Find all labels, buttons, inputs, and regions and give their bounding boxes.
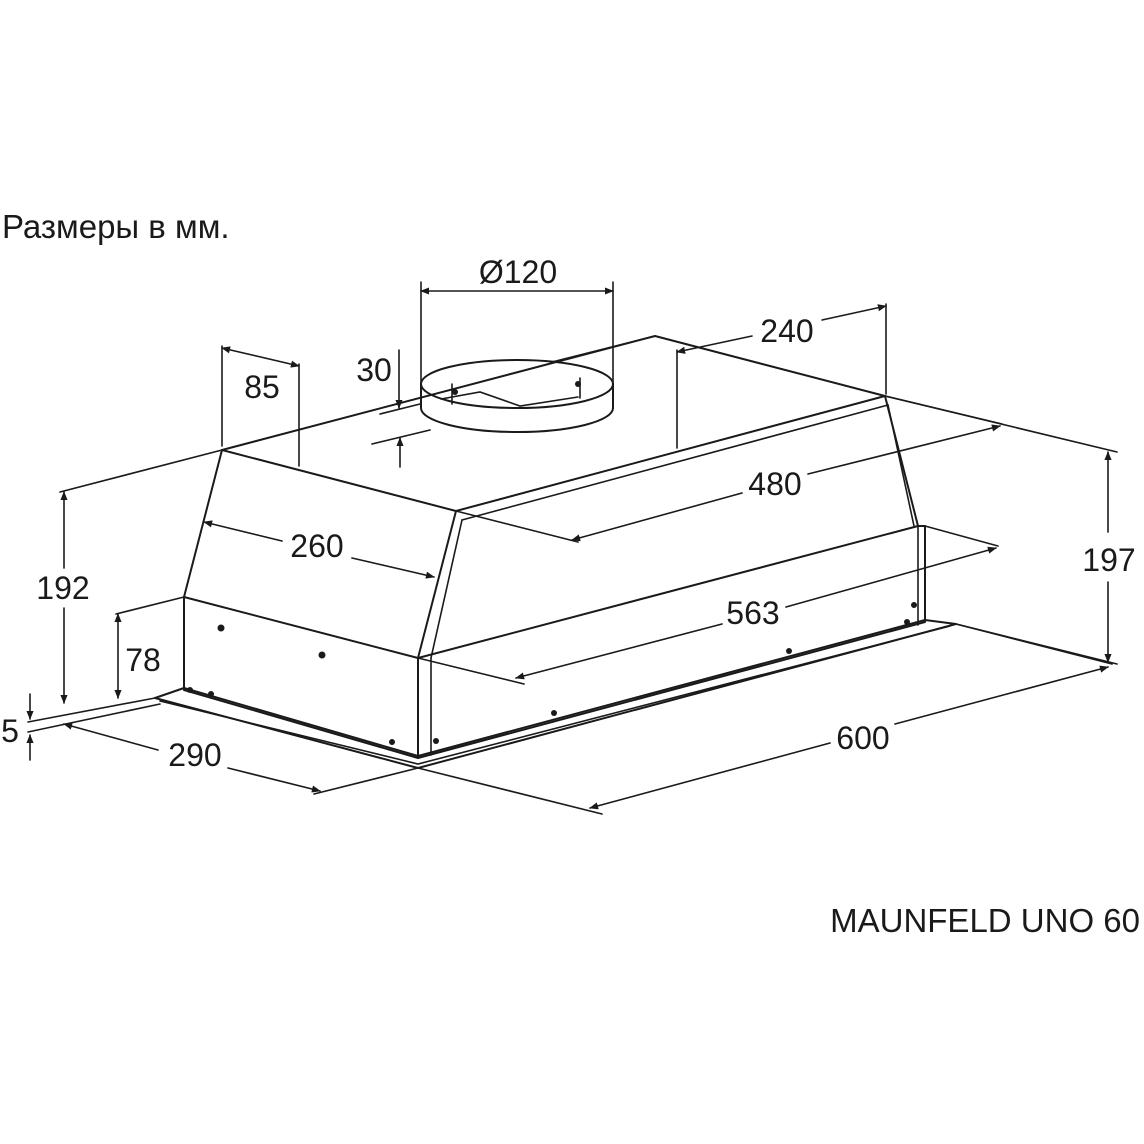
dimension-line	[63, 722, 159, 751]
screw-hole	[786, 648, 792, 654]
dimension-line	[203, 520, 283, 542]
dimension-line	[785, 546, 997, 608]
screw-hole	[389, 739, 395, 745]
dim-height-body: 192	[36, 449, 223, 704]
screw-holes	[187, 602, 917, 745]
screw-hole	[433, 738, 439, 744]
duct-pin	[575, 381, 581, 387]
dim-rear-offset: 85	[221, 345, 300, 467]
dimension-line	[571, 492, 743, 542]
extension-line	[955, 623, 1113, 665]
bottom-flange-inner	[159, 625, 951, 765]
extension-line	[59, 449, 223, 493]
dim-duct-diameter: Ø120	[420, 254, 614, 385]
duct-flap	[440, 391, 579, 407]
dim-front-height: 78	[114, 596, 185, 699]
dimension-line	[676, 335, 753, 354]
extension-line	[417, 767, 603, 815]
dim-label-front-height: 78	[125, 642, 161, 678]
front-slope-inner	[430, 519, 463, 659]
extension-line	[27, 703, 161, 733]
dimension-line	[515, 623, 723, 680]
dim-label-duct-height: 30	[356, 352, 392, 388]
extension-line	[455, 510, 579, 543]
dim-depth-total: 290	[63, 722, 419, 795]
dimension-line	[351, 557, 435, 579]
collar-plate-edge	[551, 335, 656, 363]
model-name: MAUNFELD UNO 60	[830, 902, 1140, 939]
extension-line	[371, 429, 431, 445]
dim-width-total: 600	[417, 623, 1113, 815]
screw-hole	[187, 687, 193, 693]
extension-line	[313, 767, 419, 795]
dimension-line	[589, 742, 831, 810]
screw-hole	[551, 710, 557, 716]
dim-height-total: 197	[884, 395, 1136, 665]
dim-top-depth: 240	[676, 303, 887, 449]
left-front-face	[183, 596, 419, 759]
dim-label-depth-body: 260	[290, 528, 343, 564]
duct-collar	[420, 359, 614, 433]
screw-hole	[904, 619, 910, 625]
screw-hole	[208, 691, 214, 697]
dim-label-width-body: 563	[726, 595, 779, 631]
dim-label-top-depth: 240	[760, 313, 813, 349]
screw-hole	[911, 602, 917, 608]
screw-hole	[217, 624, 225, 632]
dimension-line	[227, 767, 321, 793]
extension-line	[924, 525, 999, 547]
duct-bottom-arc	[420, 407, 614, 433]
left-slope-edge	[183, 449, 223, 598]
front-slope-edge	[417, 510, 457, 659]
dimension-line	[894, 665, 1109, 725]
right-slope-inner	[887, 404, 915, 527]
dim-label-width-total: 600	[836, 720, 889, 756]
dim-label-top-width: 480	[748, 466, 801, 502]
dim-label-height-total: 197	[1082, 542, 1135, 578]
dimension-line	[221, 346, 300, 368]
dim-label-height-body: 192	[36, 570, 89, 606]
duct-hinges	[451, 377, 581, 405]
screw-hole	[318, 651, 326, 659]
dim-duct-height: 30	[356, 349, 431, 468]
dim-top-width: 480	[455, 395, 1003, 543]
dim-width-body: 563	[417, 525, 999, 685]
duct-pin	[452, 389, 458, 395]
dim-flange-thickness: 5	[1, 693, 161, 761]
extension-line	[417, 657, 525, 685]
dimension-line	[807, 424, 1001, 475]
dimension-line	[821, 304, 887, 321]
dim-label-rear-offset: 85	[244, 369, 280, 405]
dim-label-flange-thickness: 5	[1, 713, 19, 749]
units-caption: Размеры в мм.	[2, 208, 230, 245]
top-bevel-line	[461, 404, 889, 521]
dim-label-duct-diameter: Ø120	[479, 254, 557, 290]
extension-line	[884, 395, 1118, 453]
extension-line	[115, 596, 185, 615]
extension-line	[379, 403, 421, 415]
extension-line	[27, 697, 156, 723]
dim-depth-body: 260	[203, 520, 435, 579]
dim-label-depth-total: 290	[168, 737, 221, 773]
duct-top-ellipse	[420, 359, 614, 409]
